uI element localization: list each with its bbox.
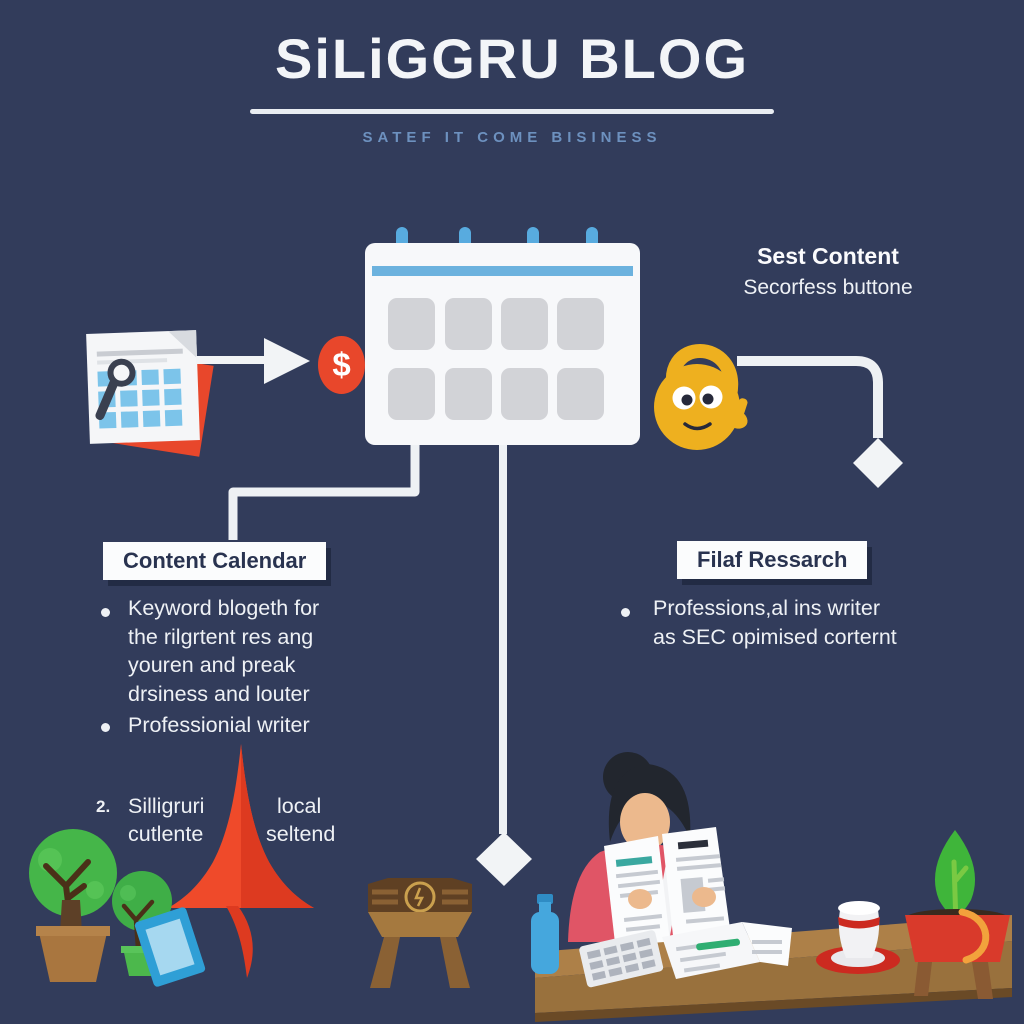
magnifier-icon [95, 358, 136, 421]
water-bottle-icon [531, 894, 559, 974]
content-calendar-label: Content Calendar [103, 542, 327, 580]
page-subtitle: SATEF IT COME BISINESS [362, 129, 662, 146]
item-word-1: Silligruri [128, 794, 205, 818]
plant-stool-icon [905, 830, 1010, 999]
document-icon [662, 922, 792, 979]
lock-character-icon [654, 344, 748, 450]
connector-lock-to-diamond [737, 356, 903, 488]
content-calendar-bullet-1: Keyword blogeth for the rilgrtent res an… [128, 596, 320, 706]
seo-note-sub: Secorfess buttone [743, 276, 913, 299]
seo-note-heading: Sest Content [757, 243, 899, 269]
pen-icon [696, 938, 740, 951]
list-number: 2. [96, 797, 111, 816]
item-word-2: local [277, 794, 322, 818]
tea-glass-icon [816, 901, 900, 974]
search-calendar-icon [86, 330, 214, 457]
wooden-grill-icon [368, 878, 472, 988]
bullet-dot [101, 608, 110, 617]
item-word-4: seltend [266, 822, 336, 846]
diamond-marker-right [853, 438, 903, 488]
calculator-icon [579, 930, 664, 988]
seo-note: Sest Content Secorfess buttone [700, 243, 956, 300]
dollar-badge-icon: $ [318, 336, 365, 394]
woman-reading-illustration [568, 752, 731, 952]
calendar-graphic [365, 227, 640, 445]
growth-arrow-icon [168, 744, 314, 978]
flow-arrow-icon [196, 338, 310, 384]
title-divider [250, 109, 774, 114]
page-title: SiLiGGRU BLOG [275, 27, 749, 90]
filaf-research-label: Filaf Ressarch [677, 541, 868, 579]
potted-tree-large-icon [29, 829, 117, 982]
dollar-symbol: $ [332, 346, 351, 383]
item-word-3: cutlente [128, 822, 204, 846]
bullet-dot [621, 608, 630, 617]
research-bullet-1: Professions,al ins writer as SEC opimise… [653, 596, 897, 649]
connector-calendar-down [476, 443, 532, 886]
diamond-marker-center [476, 832, 532, 886]
tablet-icon [134, 907, 206, 987]
content-calendar-bullet-2: Professionial writer [128, 713, 310, 737]
bullet-dot [101, 723, 110, 732]
connector-calendar-to-label [228, 443, 420, 540]
